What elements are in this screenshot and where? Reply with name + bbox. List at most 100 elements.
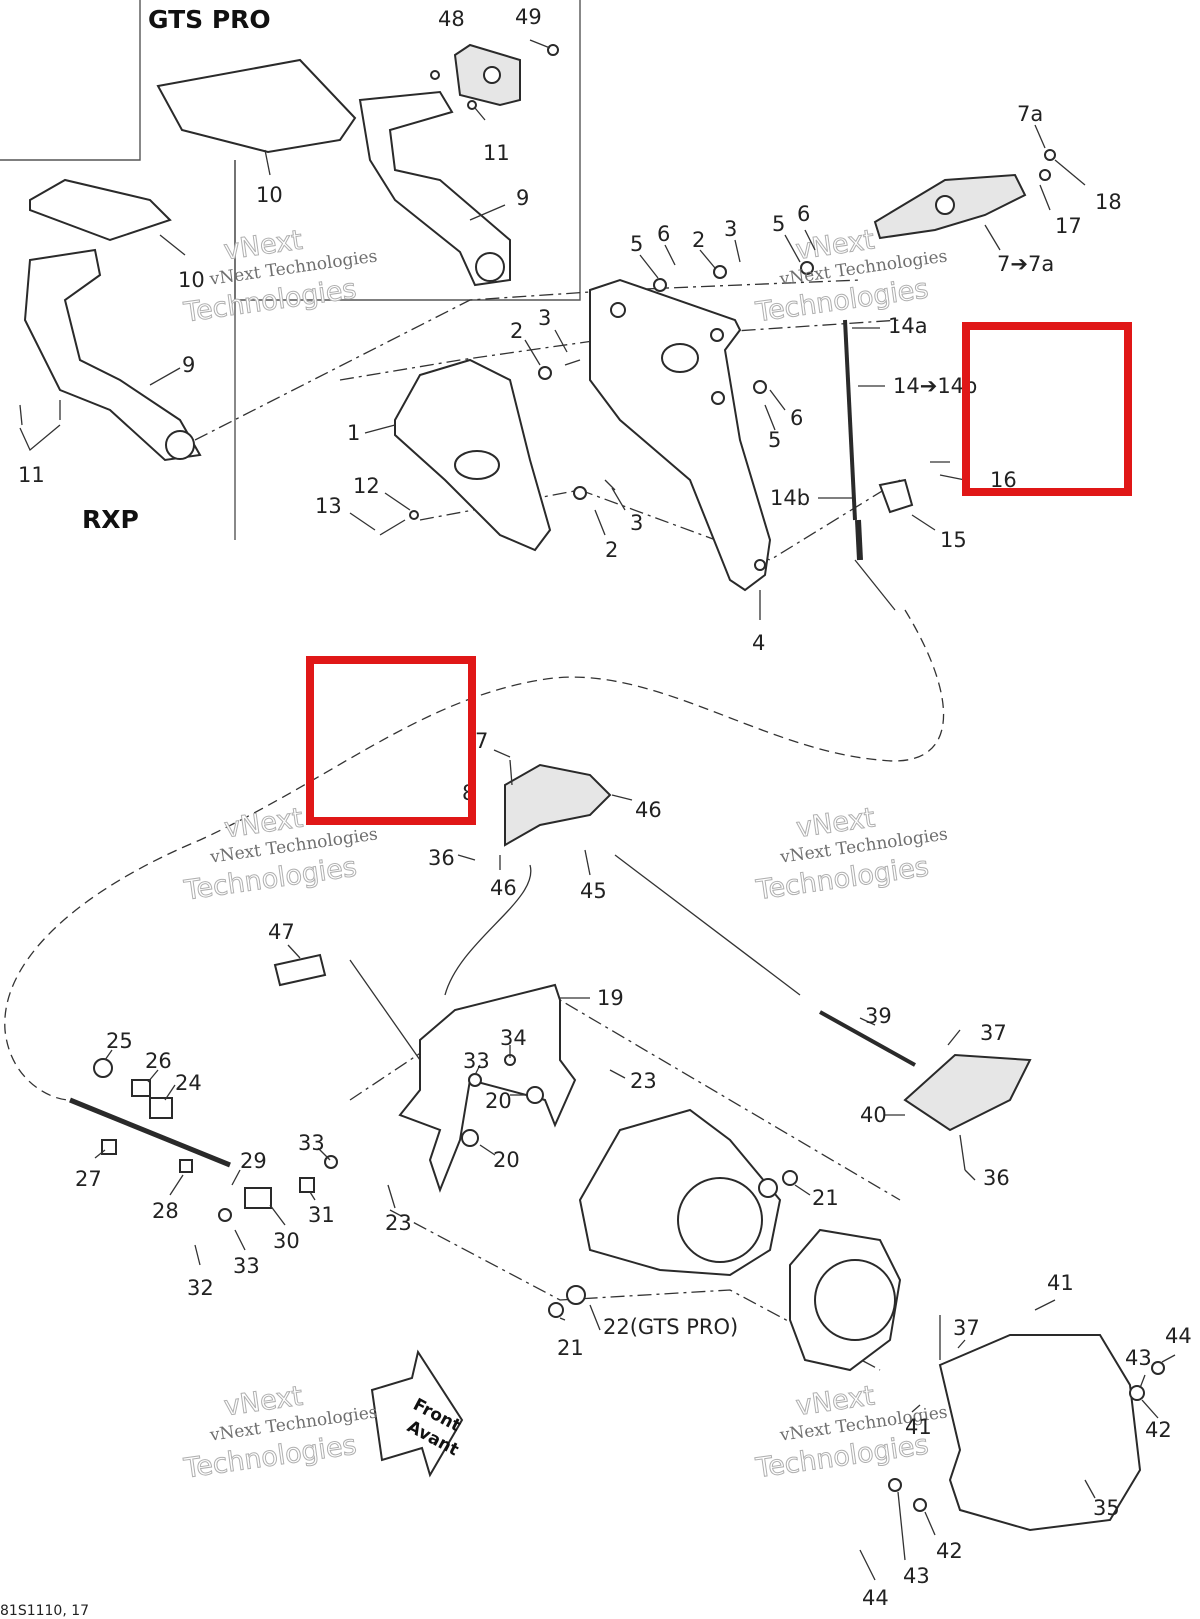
callout-5-b: 5	[772, 212, 785, 236]
callout-33-b: 33	[298, 1131, 325, 1155]
svg-text:Technologies: Technologies	[181, 274, 358, 329]
callout-6-b: 6	[797, 202, 810, 226]
highlight-box-right	[962, 322, 1132, 496]
screws-gts	[430, 44, 559, 110]
callout-12: 12	[353, 474, 380, 498]
callout-28: 28	[152, 1199, 179, 1223]
callout-47: 47	[268, 920, 295, 944]
callout-25: 25	[106, 1029, 133, 1053]
callout-39: 39	[865, 1004, 892, 1028]
callout-37: 37	[980, 1021, 1007, 1045]
rod-14	[843, 319, 896, 611]
callout-1: 1	[347, 421, 360, 445]
callout-labels: 48 49 11 10 9 10 9 11 7a 18 17 7➔7a 5 6 …	[18, 5, 1192, 1610]
bolts-upper	[379, 359, 966, 536]
callout-32: 32	[187, 1276, 214, 1300]
bracket-40	[903, 1053, 1032, 1171]
callout-46: 46	[635, 798, 662, 822]
callout-19: 19	[597, 986, 624, 1010]
callout-18: 18	[1095, 190, 1122, 214]
svg-text:Technologies: Technologies	[181, 1430, 358, 1485]
steering-cable-route	[4, 609, 945, 1101]
alignment-line-top	[194, 279, 861, 441]
rxp-heading: RXP	[82, 505, 139, 534]
watermark-5: vNext vNext Technologies Technologies	[181, 1380, 379, 1485]
callout-23-b: 23	[385, 1211, 412, 1235]
bracket-15	[878, 478, 914, 514]
callout-7: 7	[475, 729, 488, 753]
svg-text:Technologies: Technologies	[182, 852, 359, 907]
callout-40: 40	[860, 1103, 887, 1127]
link-39	[819, 1010, 916, 1067]
callout-3: 3	[724, 217, 737, 241]
support-plate-4	[589, 278, 772, 592]
callout-37-b: 37	[953, 1316, 980, 1340]
callout-26: 26	[145, 1049, 172, 1073]
cable-end-27	[69, 1097, 231, 1168]
callout-21: 21	[812, 1186, 839, 1210]
callout-20-b: 20	[493, 1148, 520, 1172]
callout-6-c: 6	[790, 406, 803, 430]
callout-7a: 7a	[1017, 102, 1043, 126]
callout-43: 43	[1125, 1346, 1152, 1370]
reverse-gate-19	[398, 983, 577, 1193]
arrows-mid	[444, 854, 801, 996]
callout-42-b: 42	[936, 1539, 963, 1563]
callout-48: 48	[438, 7, 465, 31]
washers-upper	[409, 149, 1056, 520]
gts-bracket-48	[453, 43, 521, 107]
callout-10: 10	[256, 183, 283, 207]
callout-33-c: 33	[233, 1254, 260, 1278]
callout-46-b: 46	[490, 876, 517, 900]
front-direction-arrow: Front Avant	[370, 1349, 464, 1478]
callout-14a: 14a	[888, 314, 928, 338]
venturi-nozzle	[789, 1228, 902, 1372]
lever-7	[873, 173, 1027, 240]
callout-36-b: 36	[983, 1166, 1010, 1190]
callout-2: 2	[692, 228, 705, 252]
callout-42: 42	[1145, 1418, 1172, 1442]
callout-29: 29	[240, 1149, 267, 1173]
callout-43-b: 43	[903, 1564, 930, 1588]
callout-11: 11	[483, 141, 510, 165]
callout-41: 41	[1047, 1271, 1074, 1295]
cover-1	[394, 358, 552, 552]
callout-30: 30	[273, 1229, 300, 1253]
callout-9: 9	[516, 186, 529, 210]
callout-5: 5	[630, 232, 643, 256]
callout-34: 34	[500, 1026, 527, 1050]
watermark-4: vNext vNext Technologies Technologies	[753, 802, 949, 907]
callout-2-b: 2	[510, 319, 523, 343]
callout-35: 35	[1093, 1496, 1120, 1520]
rxp-trim-arm-9	[23, 248, 202, 462]
callout-27: 27	[75, 1167, 102, 1191]
callout-10-rxp: 10	[178, 268, 205, 292]
callout-15: 15	[940, 528, 967, 552]
alignment-line-base	[389, 1209, 881, 1371]
callout-49: 49	[515, 5, 542, 29]
gts-trim-plate-10	[156, 58, 357, 154]
callout-36: 36	[428, 846, 455, 870]
callout-11-rxp: 11	[18, 463, 45, 487]
callout-13: 13	[315, 494, 342, 518]
highlight-box-left	[306, 656, 476, 825]
watermark-1: vNext vNext Technologies Technologies	[181, 224, 379, 329]
steering-nozzle-35	[938, 1334, 1142, 1532]
callout-5-c: 5	[768, 428, 781, 452]
nozzle-housing-22	[578, 1108, 782, 1277]
callout-24: 24	[175, 1071, 202, 1095]
gts-pro-heading: GTS PRO	[148, 5, 271, 34]
callout-9-rxp: 9	[182, 353, 195, 377]
callout-23: 23	[630, 1069, 657, 1093]
bracket-8	[504, 759, 612, 847]
callout-20: 20	[485, 1089, 512, 1113]
callout-44-b: 44	[862, 1586, 889, 1610]
callout-17: 17	[1055, 214, 1082, 238]
callout-6: 6	[657, 222, 670, 246]
watermark-3: vNext vNext Technologies Technologies	[181, 802, 379, 907]
callout-33: 33	[463, 1049, 490, 1073]
callout-3-c: 3	[630, 511, 643, 535]
alignment-line-mid	[339, 319, 901, 381]
screws-rxp	[19, 400, 61, 426]
callout-45: 45	[580, 879, 607, 903]
